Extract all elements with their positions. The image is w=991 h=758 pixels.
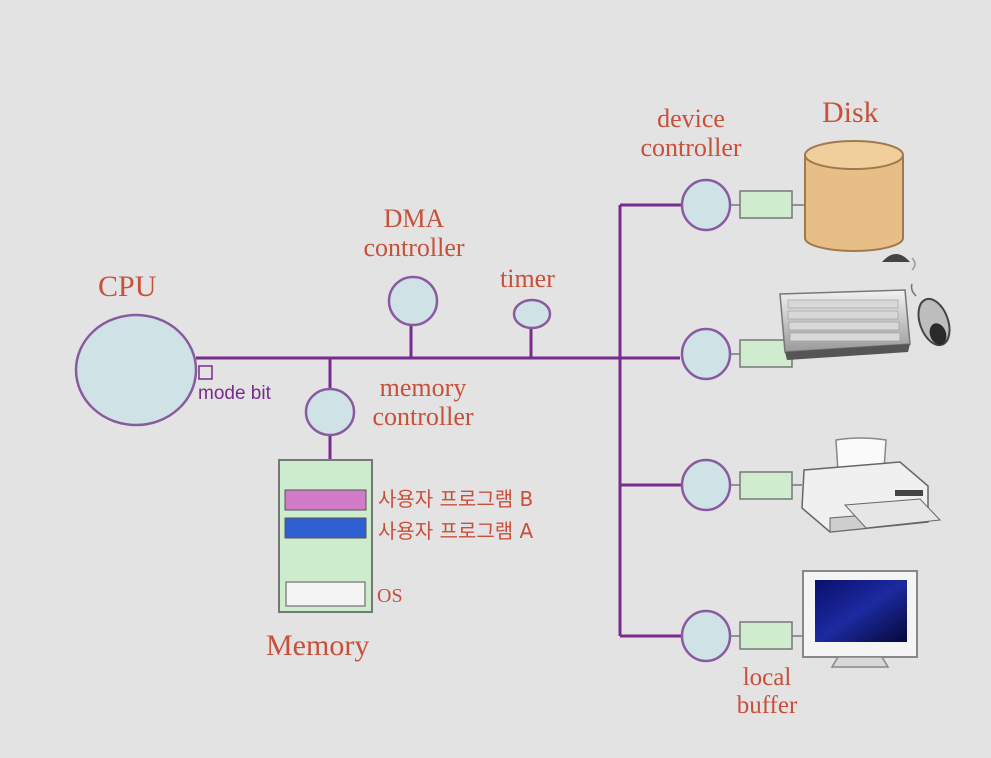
device-controller-label: device controller [640,104,742,163]
local-buffer-label: local buffer [736,664,798,719]
os-segment [285,581,366,607]
device-controller-monitor [680,609,802,663]
program-a-segment [284,517,367,539]
receiver-icon [882,254,916,271]
cpu [74,313,213,427]
local-buffer [739,190,793,219]
local-buffer [739,339,793,368]
local-buffer [739,621,793,650]
device-controller-printer [680,458,802,512]
program-b-label: 사용자 프로그램 B [378,487,534,511]
memory-label: Memory [266,629,370,662]
dma-controller-label: DMA controller [363,204,465,263]
cpu-label: CPU [98,270,157,303]
mode-bit-label: mode bit [198,383,271,404]
device-controller-disk [680,178,806,232]
timer-label: timer [500,264,555,293]
local-buffer [739,471,793,500]
program-a-label: 사용자 프로그램 A [378,519,534,543]
memory-controller-node [304,387,356,437]
mode-bit-box [198,365,213,380]
dma-controller-node [387,275,439,327]
mouse-icon [910,283,951,347]
device-controller-keyboard [680,327,800,381]
monitor-icon [802,570,918,668]
program-b-segment [284,489,367,511]
keyboard-icon [779,289,911,360]
printer-icon [801,437,942,533]
os-label: OS [377,585,403,607]
disk-icon [804,140,904,252]
memory-block [278,459,373,613]
timer-node [512,298,552,330]
system-bus [196,203,682,638]
disk-label: Disk [822,96,879,129]
memory-controller-label: memory controller [372,373,474,432]
